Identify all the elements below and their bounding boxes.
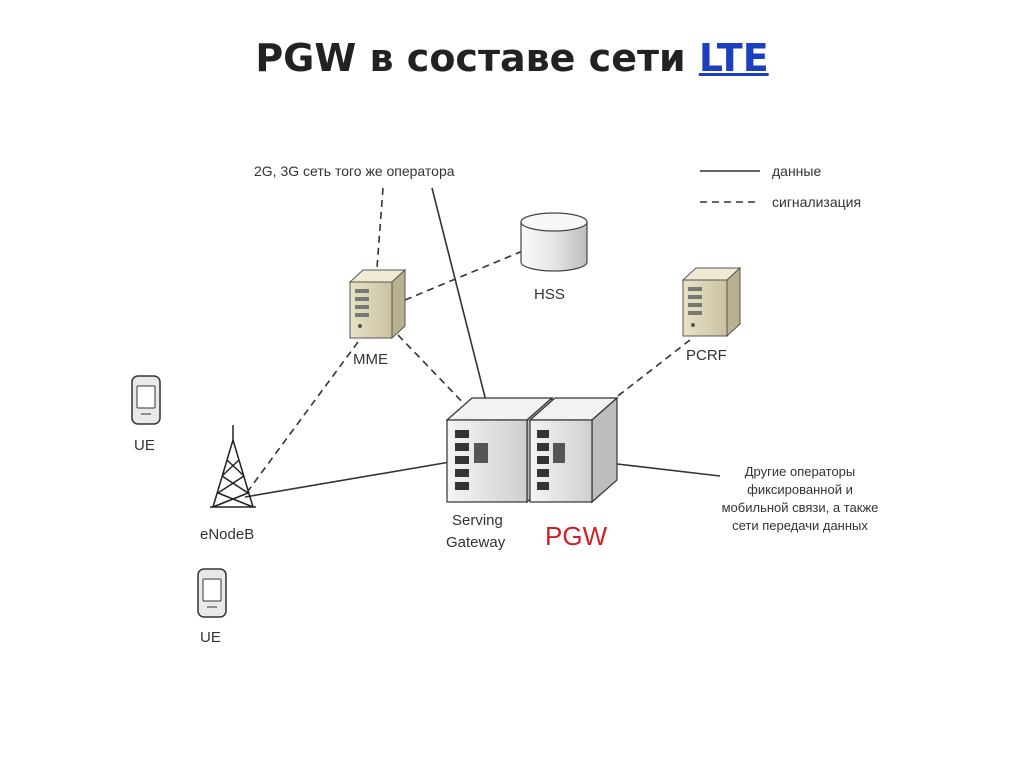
enodeb-label: eNodeB: [200, 526, 254, 543]
link-2g3g-mme: [376, 187, 384, 269]
ue-phone-icon-top: [131, 375, 161, 425]
other-operators-line: мобильной связи, а также: [722, 500, 879, 515]
link-mme-enodeb: [244, 341, 359, 496]
ue-top-label: UE: [134, 437, 155, 454]
hss-database-icon: [520, 212, 588, 272]
lte-link[interactable]: LTE: [698, 36, 769, 80]
ue-bottom-label: UE: [200, 629, 221, 646]
link-pgw-other: [616, 463, 721, 477]
legend: данные сигнализация: [700, 163, 861, 210]
title-text: PGW в составе сети: [255, 36, 686, 80]
mme-label: MME: [353, 351, 388, 368]
other-operators-label: Другие операторы фиксированной и мобильн…: [722, 464, 879, 533]
other-operators-line: сети передачи данных: [732, 518, 868, 533]
pgw-label: PGW: [545, 521, 608, 551]
pcrf-server-icon: [681, 266, 742, 338]
other-operators-line: Другие операторы: [745, 464, 856, 479]
serving-gateway-label-1: Serving: [452, 512, 503, 529]
serving-gateway-label-2: Gateway: [446, 534, 506, 551]
enodeb-tower-icon: [210, 425, 256, 508]
mme-server-icon: [348, 268, 407, 340]
ue-phone-icon-bottom: [197, 568, 227, 618]
link-mme-sgw: [397, 334, 471, 411]
legend-signaling-label: сигнализация: [772, 194, 861, 210]
pcrf-label: PCRF: [686, 347, 727, 364]
legend-data-label: данные: [772, 163, 821, 179]
slide-title: PGW в составе сети LTE: [0, 36, 1024, 80]
link-2g3g-sgw: [431, 187, 488, 406]
network-2g3g-label: 2G, 3G сеть того же оператора: [254, 163, 455, 179]
link-mme-hss: [404, 249, 526, 301]
other-operators-line: фиксированной и: [747, 482, 853, 497]
pgw-gateway-icon: [528, 396, 619, 504]
link-enodeb-sgw: [244, 461, 451, 498]
hss-label: HSS: [534, 286, 565, 303]
